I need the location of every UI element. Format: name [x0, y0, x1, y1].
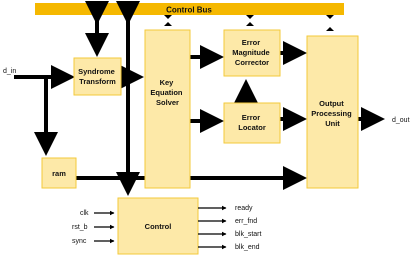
control-input-wires — [94, 210, 115, 244]
control-block — [117, 197, 199, 255]
svg-text:Output Processing Unit: Output Processing Unit — [311, 99, 354, 128]
error-locator-block — [223, 102, 281, 144]
output-label-2: Processing — [311, 109, 352, 118]
magnitude-label-3: Corrector — [235, 58, 269, 67]
key-label-3: Solver — [156, 98, 179, 107]
control-bus-label: Control Bus — [166, 6, 212, 15]
key-bus-connector — [164, 15, 172, 26]
svg-text:Error Magnitude Correc: Error Magnitude Corrector — [232, 38, 272, 67]
data-wires — [14, 1, 385, 196]
output-label-3: Unit — [325, 119, 340, 128]
error-magnitude-corrector-block — [223, 29, 281, 77]
blk-start-label: blk_start — [235, 231, 262, 238]
d-in-label: d_in — [3, 68, 16, 75]
ready-label: ready — [235, 205, 253, 212]
blk-end-label: blk_end — [235, 244, 260, 251]
key-label-2: Equation — [150, 88, 182, 97]
syndrome-label-1: Syndrome — [78, 67, 115, 76]
clk-label: clk — [80, 210, 89, 217]
control-bus — [35, 3, 344, 15]
ram-label: ram — [52, 169, 66, 178]
syndrome-transform-block — [73, 57, 122, 96]
output-bus-connector — [326, 15, 334, 31]
syndrome-label-2: Transform — [79, 77, 116, 86]
magnitude-label-1: Error — [242, 38, 260, 47]
key-equation-solver-block — [144, 29, 191, 189]
output-processing-unit-block — [306, 35, 359, 189]
key-label-1: Key — [160, 78, 175, 87]
locator-label-2: Locator — [238, 123, 266, 132]
output-label-1: Output — [319, 99, 344, 108]
bus-connectors — [164, 15, 334, 31]
locator-label-1: Error — [242, 113, 260, 122]
ram-block — [41, 157, 77, 189]
svg-text:Key Equation Solver: Key Equation Solver — [150, 78, 184, 107]
control-output-wires — [198, 205, 227, 250]
err-fnd-label: err_fnd — [235, 218, 257, 225]
d-out-label: d_out — [392, 117, 410, 124]
svg-text:Error Locator: Error Locator — [238, 113, 266, 132]
svg-text:Syndrome Transform: Syndrome Transform — [78, 67, 117, 86]
control-label: Control — [145, 222, 172, 231]
sync-label: sync — [72, 238, 87, 245]
magnitude-label-2: Magnitude — [232, 48, 270, 57]
rst-b-label: rst_b — [72, 224, 88, 231]
magnitude-bus-connector — [246, 15, 254, 26]
